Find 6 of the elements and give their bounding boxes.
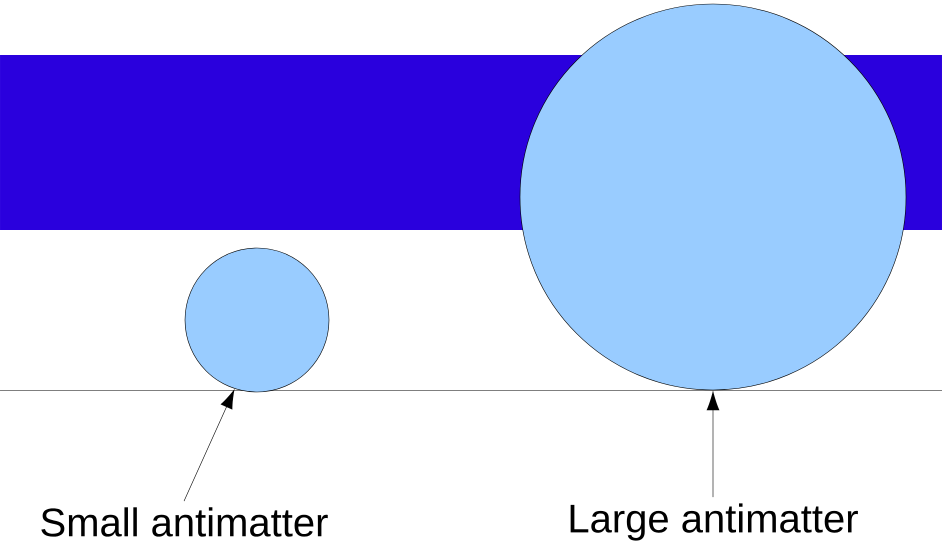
leader-arrow: [706, 391, 720, 498]
caption-text: Small antimatter: [41, 507, 328, 537]
circle: [520, 4, 906, 390]
caption-text: Large antimatter: [570, 503, 858, 541]
circle: [184, 248, 330, 392]
leader-arrow: [184, 390, 234, 502]
